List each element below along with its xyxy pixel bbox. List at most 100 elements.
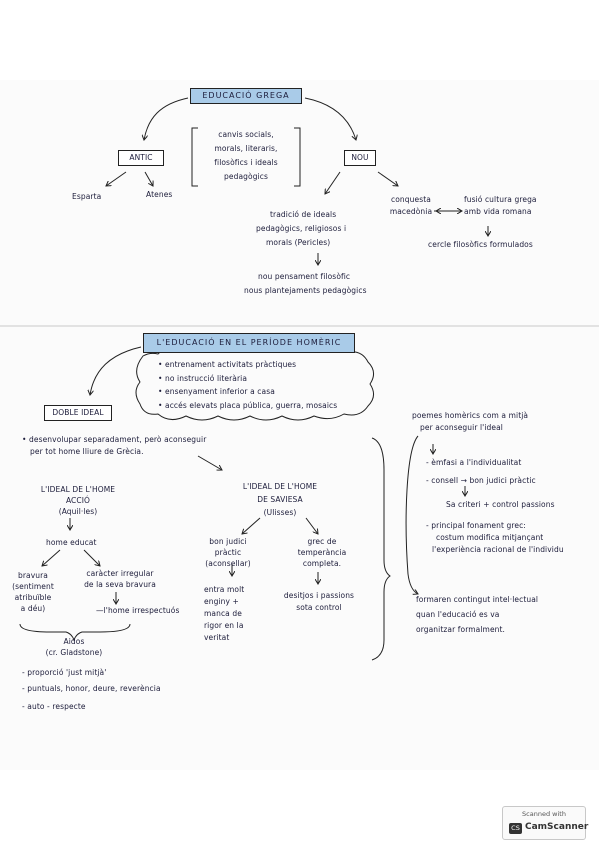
- arrow-to-doble-ideal: [90, 346, 142, 395]
- bracket-right: [294, 127, 301, 187]
- conquesta-note: conquesta macedònia: [386, 194, 436, 218]
- home-irrespectuos-label: —l'home irrespectuós: [96, 606, 180, 615]
- atenes-label: Atenes: [146, 190, 173, 199]
- bracket-left: [191, 127, 198, 187]
- fusio-note: fusió cultura grega amb vida romana: [464, 194, 537, 218]
- conquesta-line: conquesta: [391, 195, 431, 204]
- antic-label: ANTIC: [129, 153, 153, 162]
- ideal-accio-line: ACCIÓ: [65, 496, 91, 505]
- ideal-saviesa-heading: L'IDEAL DE L'HOME DE SAVIESA (Ulisses): [228, 480, 332, 519]
- conquesta-line: macedònia: [389, 207, 433, 216]
- desitjos-line: sota control: [296, 603, 342, 612]
- bon-judici-note: bon judici pràctic (aconsellar): [200, 536, 256, 569]
- bon-judici-line: (aconsellar): [205, 559, 251, 568]
- aidos-brace: [19, 623, 131, 642]
- entra-line: manca de: [204, 609, 242, 618]
- arrow-to-tradicio: [325, 171, 341, 194]
- cloud-item: • ensenyament inferior a casa: [158, 387, 275, 396]
- centre-note: canvis socials, morals, literaris, filos…: [196, 128, 296, 184]
- formaren-line: formaren contingut intel·lectual: [416, 595, 539, 604]
- tradicio-line: morals (Pericles): [266, 238, 331, 247]
- bravura-line: a déu): [20, 604, 46, 613]
- camscanner-logo-icon: CS: [509, 823, 522, 834]
- fusio-line: amb vida romana: [464, 207, 532, 216]
- cloud-list: • entrenament activitats pràctiques • no…: [158, 358, 337, 412]
- centre-line: morals, literaris,: [214, 144, 278, 153]
- entra-note: entra molt enginy + manca de rigor en la…: [204, 584, 244, 644]
- caracter-line: caràcter irregular: [86, 569, 154, 578]
- formaren-line: organitzar formalment.: [416, 625, 506, 634]
- tradicio-note: tradició de ideals pedagògics, religioso…: [256, 208, 346, 250]
- bravura-line: bravura: [17, 571, 48, 580]
- formaren-line: quan l'educació es va: [416, 610, 500, 619]
- poemes-line: per aconseguir l'ideal: [420, 423, 503, 432]
- bravura-line: atribuïble: [14, 593, 52, 602]
- cloud-item: • accés elevats placa pública, guerra, m…: [158, 400, 338, 410]
- aidos-line: Aidos: [63, 637, 85, 646]
- centre-line: filosòfics i ideals: [214, 158, 278, 167]
- centre-line: pedagògics: [224, 172, 268, 181]
- grec-line: completa.: [302, 559, 342, 568]
- arrow-to-esparta: [106, 171, 127, 186]
- desitjos-line: desitjos i passions: [283, 591, 355, 600]
- poemes-note: poemes homèrics com a mitjà per aconsegu…: [412, 410, 528, 434]
- home-educat-label: home educat: [46, 538, 97, 547]
- nou-pensament-line: nou pensament filosòfic: [258, 272, 351, 281]
- ideal-accio-line: (Aquil·les): [58, 507, 98, 516]
- ideal-saviesa-line: DE SAVIESA: [257, 495, 303, 504]
- entra-line: entra molt: [204, 585, 245, 594]
- desenvolupar-line: per tot home lliure de Grècia.: [30, 447, 144, 456]
- aidos-line: (cr. Gladstone): [45, 648, 103, 657]
- nou-pensament-line: nous plantejaments pedagògics: [244, 286, 367, 295]
- ideal-accio-line: L'IDEAL DE L'HOME: [40, 485, 116, 494]
- nou-box: NOU: [344, 150, 376, 166]
- desitjos-note: desitjos i passions sota control: [280, 590, 358, 614]
- arrow-to-antic: [144, 97, 189, 140]
- formaren-note: formaren contingut intel·lectual quan l'…: [416, 592, 538, 637]
- doble-ideal-label: DOBLE IDEAL: [52, 408, 104, 417]
- aidos-bullet: - auto - respecte: [22, 702, 86, 711]
- aidos-note: Aidos (cr. Gladstone): [42, 636, 106, 658]
- watermark-brand: CamScanner: [525, 822, 589, 832]
- ideal-accio-heading: L'IDEAL DE L'HOME ACCIÓ (Aquil·les): [36, 484, 120, 517]
- arrow-to-saviesa: [197, 455, 222, 470]
- consell-note: - consell → bon judici pràctic: [426, 476, 536, 485]
- educacio-grega-title: EDUCACIÓ GREGA: [190, 88, 302, 104]
- fusio-line: fusió cultura grega: [464, 195, 537, 204]
- aidos-list: - proporció 'just mitjà' - puntuals, hon…: [22, 666, 161, 713]
- grec-line: temperància: [297, 548, 347, 557]
- entra-line: rigor en la: [204, 621, 244, 630]
- doble-ideal-box: DOBLE IDEAL: [44, 405, 112, 421]
- grec-note: grec de temperància completa.: [296, 536, 348, 569]
- bravura-note: bravura (sentiment atribuïble a déu): [4, 570, 62, 614]
- bon-judici-line: pràctic: [214, 548, 242, 557]
- desenvolupar-line: • desenvolupar separadament, però aconse…: [22, 435, 207, 444]
- ideal-saviesa-line: (Ulisses): [263, 508, 297, 517]
- aidos-bullet: - puntuals, honor, deure, reverència: [22, 684, 161, 693]
- ideal-saviesa-line: L'IDEAL DE L'HOME: [242, 482, 318, 491]
- caracter-note: caràcter irregular de la seva bravura: [84, 568, 156, 590]
- desenvolupar-note: • desenvolupar separadament, però aconse…: [22, 434, 206, 458]
- cloud-item: • no instrucció literària: [158, 373, 248, 383]
- principal-line: costum modifica mitjançant: [436, 533, 544, 542]
- poemes-line: poemes homèrics com a mitjà: [412, 411, 529, 420]
- tradicio-line: pedagògics, religiosos i: [256, 224, 347, 233]
- nou-pensament-note: nou pensament filosòfic nous plantejamen…: [244, 270, 367, 298]
- camscanner-watermark: Scanned with CS CamScanner: [502, 806, 589, 840]
- entra-line: veritat: [204, 633, 230, 642]
- nou-label: NOU: [351, 153, 369, 162]
- cloud-item: • entrenament activitats pràctiques: [158, 360, 297, 369]
- cercle-note: cercle filosòfics formulados: [428, 240, 533, 249]
- periode-homeric-title: L'EDUCACIÓ EN EL PERÍODE HOMÈRIC: [143, 333, 355, 353]
- arrow-to-nou: [304, 97, 356, 140]
- caracter-line: de la seva bravura: [84, 580, 156, 589]
- bon-judici-line: bon judici: [209, 537, 247, 546]
- principal-line: l'experiència racional de l'individu: [432, 545, 564, 554]
- arrow-to-conquesta: [377, 171, 398, 186]
- tradicio-line: tradició de ideals: [270, 210, 337, 219]
- principal-line: - principal fonament grec:: [426, 521, 526, 530]
- aidos-bullet: - proporció 'just mitjà': [22, 668, 107, 677]
- bravura-line: (sentiment: [12, 582, 54, 591]
